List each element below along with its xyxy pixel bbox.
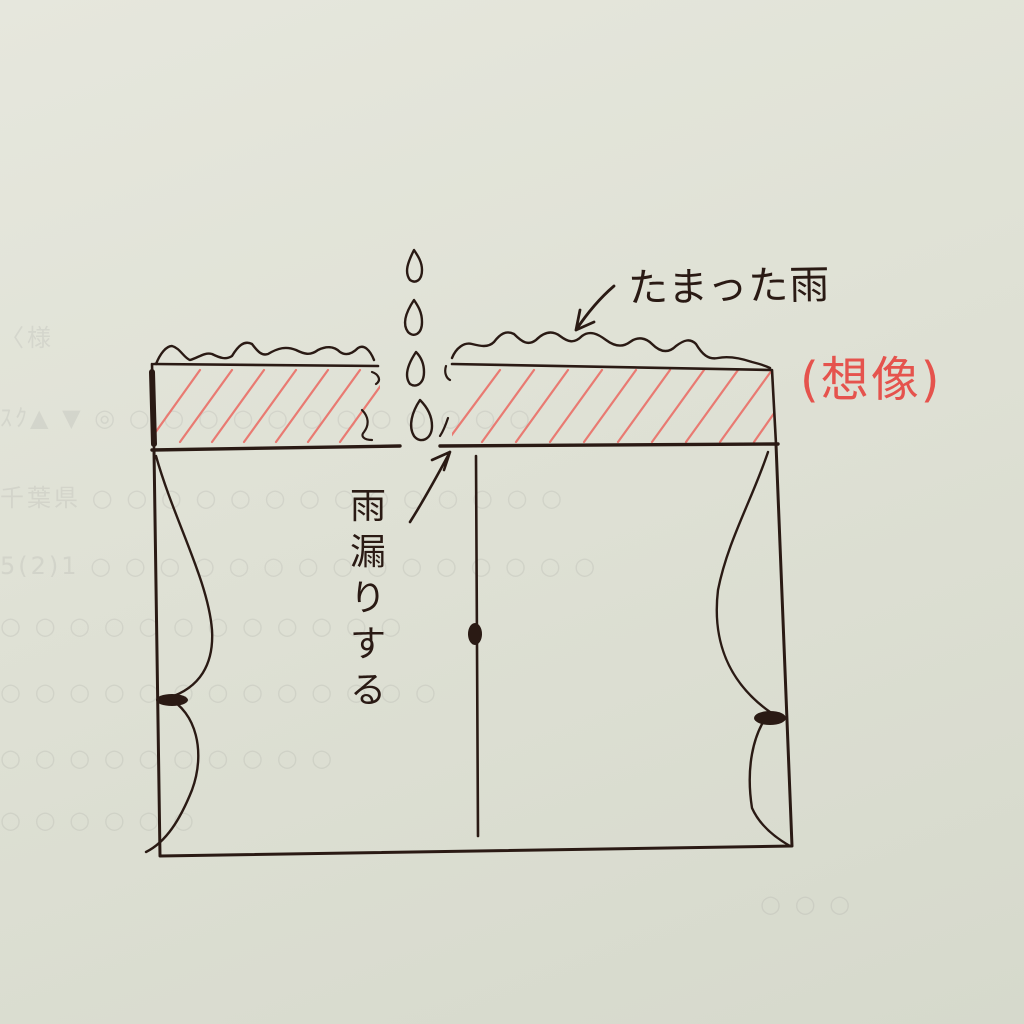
bleed-through-text: ｽｸ▲ ▼ ◎ ○ ○ ○ ○ ○ ○ ○ ○ ○ ○ ○ ○ xyxy=(0,404,533,432)
window-knob xyxy=(468,623,482,645)
bleed-through-text: ○ ○ ○ ○ ○ ○ ○ ○ ○ ○ ○ ○ xyxy=(0,612,405,640)
bleed-through-text: 〈様 xyxy=(0,324,852,352)
bleed-through-text: ○ ○ ○ ○ ○ ○ ○ ○ ○ ○ xyxy=(0,744,336,772)
ceiling-line xyxy=(150,442,780,452)
left-pooled-water xyxy=(154,341,376,366)
water-drop xyxy=(405,248,424,283)
right-tieback xyxy=(754,711,786,725)
bleed-through-text: ○ ○ ○ ○ ○ ○ xyxy=(0,806,197,834)
leak-label: 雨漏りする xyxy=(349,486,386,711)
gap-mark-right xyxy=(438,364,452,438)
water-drop xyxy=(409,398,434,442)
water-drop xyxy=(403,298,424,336)
gap-mark-left xyxy=(360,370,381,442)
leak-arrow xyxy=(408,450,452,524)
left-roof-hatching xyxy=(154,368,380,444)
bleed-through-text: ○ ○ ○ ○ ○ ○ ○ ○ ○ ○ ○ ○ ○ xyxy=(0,678,439,706)
left-tieback xyxy=(156,694,188,706)
right-roof-slab xyxy=(450,362,778,446)
bleed-through-text: 5(2)1 ○ ○ ○ ○ ○ ○ ○ ○ ○ ○ ○ ○ ○ ○ ○ xyxy=(0,552,599,580)
pooled-rain-label: たまった雨 xyxy=(627,262,831,312)
room-outline xyxy=(152,442,794,858)
left-roof-edge xyxy=(149,369,157,447)
right-roof-hatching xyxy=(452,368,774,444)
center-divider xyxy=(474,454,480,838)
pooled-rain-arrow xyxy=(574,284,616,332)
right-curtain xyxy=(715,450,792,848)
water-drop xyxy=(405,350,426,387)
right-pooled-water xyxy=(450,331,772,370)
bleed-through-text: 千葉県 ○ ○ ○ ○ ○ ○ ○ ○ ○ ○ ○ ○ ○ ○ xyxy=(0,484,565,512)
imagination-label: (想像) xyxy=(800,352,942,408)
bleed-through-text: ○ ○ ○ xyxy=(760,890,854,918)
